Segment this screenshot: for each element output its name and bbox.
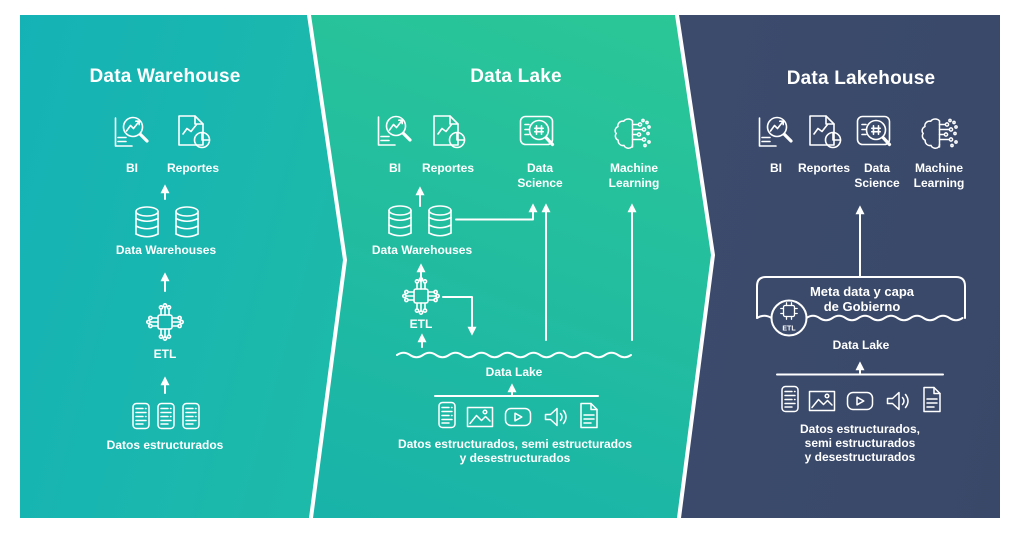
panel1-source-label: Datos estructurados (106, 438, 224, 452)
panel2-title: Data Lake (470, 66, 562, 87)
etl-chip-icon (401, 276, 441, 316)
meta-governance-box (756, 276, 966, 319)
panel3-meta-line1: Meta data y capa (809, 284, 915, 299)
panel2-etl-label: ETL (409, 317, 433, 331)
panel3-source-line3: y desestructurados (804, 450, 916, 464)
panel3-bi-label: BI (770, 161, 782, 175)
image-icon (466, 406, 494, 428)
elbow-etl-to-lake (442, 296, 477, 336)
database-icon (388, 205, 412, 237)
database-icon (135, 206, 159, 238)
panel2-source-line2: y desestructurados (459, 451, 571, 465)
panel2-bi-label: BI (389, 161, 401, 175)
panel2-data-science-label: Data Science (517, 161, 563, 190)
report-icon (809, 115, 842, 149)
panel3-source-line1: Datos estructurados, (799, 422, 921, 436)
panel2-source-line1: Datos estructurados, semi estructurados (397, 437, 633, 451)
panel1-warehouses-label: Data Warehouses (115, 243, 217, 257)
etl-chip-icon (145, 302, 185, 342)
structured-data-icon (157, 402, 175, 430)
structured-data-icon (182, 402, 200, 430)
meta-wave-right (805, 314, 964, 322)
panel3-source-line2: semi estructurados (804, 436, 916, 450)
panel3-machine-learning-label: Machine Learning (913, 161, 965, 190)
panel3-meta-line2: de Gobierno (823, 299, 901, 314)
elbow-warehouses-to-datascience (455, 203, 538, 221)
video-icon (504, 407, 532, 427)
separator-chevron-2 (675, 13, 715, 520)
panel2-source-label: Datos estructurados, semi estructurados … (398, 437, 632, 465)
data-science-icon (855, 114, 892, 147)
etl-circle-chip-icon (780, 302, 798, 320)
meta-wave-left (756, 314, 773, 319)
etl-circle (770, 299, 808, 337)
etl-circle-label: ETL (782, 326, 796, 333)
video-icon (846, 391, 874, 411)
panel2-warehouses-label: Data Warehouses (371, 243, 473, 257)
panel1-etl-label: ETL (153, 347, 177, 361)
report-icon (433, 115, 466, 149)
panel3-meta-label: Meta data y capa de Gobierno (810, 284, 914, 314)
separator-chevron-1 (307, 13, 347, 520)
database-icon (175, 206, 199, 238)
structured-data-icon (781, 385, 799, 413)
panel3-source-label: Datos estructurados, semi estructurados … (800, 422, 920, 464)
document-icon (923, 386, 941, 413)
bi-icon (757, 115, 793, 148)
panel3-lake-label: Data Lake (832, 338, 890, 352)
database-icon (428, 205, 452, 237)
data-science-icon (518, 114, 555, 147)
panel2-lake-label: Data Lake (485, 365, 543, 379)
panel3-data-science-label: Data Science (854, 161, 900, 190)
audio-icon (886, 391, 909, 411)
panel1-reportes-label: Reportes (166, 161, 220, 175)
bi-icon (376, 114, 412, 147)
structured-data-icon (438, 401, 456, 429)
panel3-connectors: ETL (756, 205, 966, 376)
audio-icon (544, 407, 567, 427)
panel2-reportes-label: Reportes (421, 161, 475, 175)
panel3-title: Data Lakehouse (786, 68, 936, 89)
panel3-reportes-label: Reportes (797, 161, 851, 175)
image-icon (808, 390, 836, 412)
lake-wave-line (396, 351, 632, 359)
report-icon (178, 115, 211, 149)
machine-learning-icon (921, 117, 959, 150)
panel1-title: Data Warehouse (89, 66, 241, 87)
document-icon (580, 402, 598, 429)
panel2-connectors (396, 186, 637, 397)
bi-icon (113, 115, 149, 148)
machine-learning-icon (614, 117, 652, 150)
structured-data-icon (132, 402, 150, 430)
panel2-machine-learning-label: Machine Learning (608, 161, 660, 190)
panel1-bi-label: BI (126, 161, 138, 175)
